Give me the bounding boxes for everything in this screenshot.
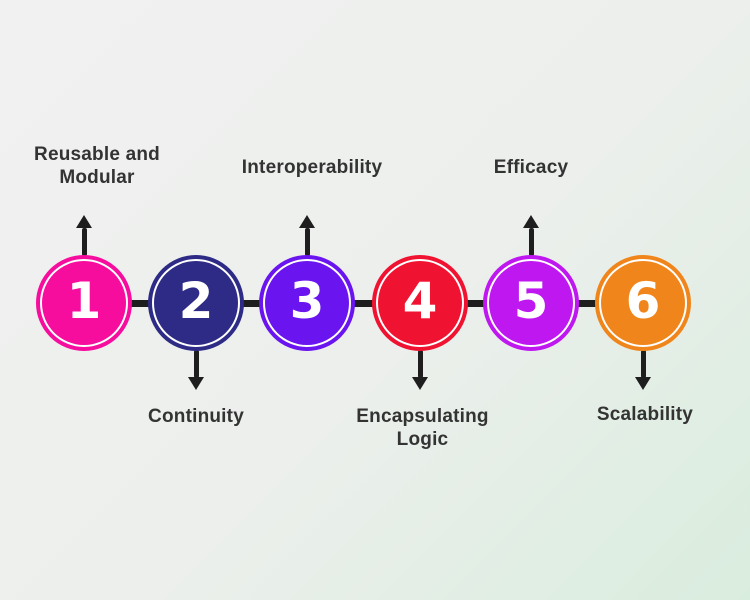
step-number: 4 (402, 272, 438, 330)
arrow-up-icon (523, 215, 539, 228)
step-circle-fill: 2 (154, 261, 238, 345)
step-circle: 1 (36, 255, 132, 351)
step-number: 6 (625, 272, 661, 330)
arrow-up-stem (81, 228, 87, 256)
step-label: Scalability (596, 404, 694, 425)
step-number: 3 (289, 272, 325, 330)
arrow-down-stem (640, 350, 646, 378)
step-circle-fill: 5 (489, 261, 573, 345)
arrow-down-icon (188, 377, 204, 390)
step-label: Continuity (148, 406, 244, 427)
step-label: Interoperability (241, 157, 383, 178)
step-label: Reusable and Modular (34, 144, 160, 188)
step-circle: 6 (595, 255, 691, 351)
step-number: 2 (178, 272, 214, 330)
timeline-connector-line (84, 300, 643, 307)
arrow-down-icon (635, 377, 651, 390)
arrow-down-stem (193, 350, 199, 378)
step-circle: 2 (148, 255, 244, 351)
step-circle: 4 (372, 255, 468, 351)
step-circle-fill: 4 (378, 261, 462, 345)
arrow-up-stem (304, 228, 310, 256)
arrow-up-icon (299, 215, 315, 228)
step-number: 5 (513, 272, 549, 330)
arrow-up-stem (528, 228, 534, 256)
step-circle-fill: 3 (265, 261, 349, 345)
arrow-up-icon (76, 215, 92, 228)
step-label: Efficacy (493, 157, 569, 178)
step-circle-fill: 1 (42, 261, 126, 345)
arrow-down-stem (417, 350, 423, 378)
step-label: Encapsulating Logic (356, 406, 489, 450)
step-number: 1 (66, 272, 102, 330)
step-circle: 3 (259, 255, 355, 351)
step-circle-fill: 6 (601, 261, 685, 345)
arrow-down-icon (412, 377, 428, 390)
step-circle: 5 (483, 255, 579, 351)
